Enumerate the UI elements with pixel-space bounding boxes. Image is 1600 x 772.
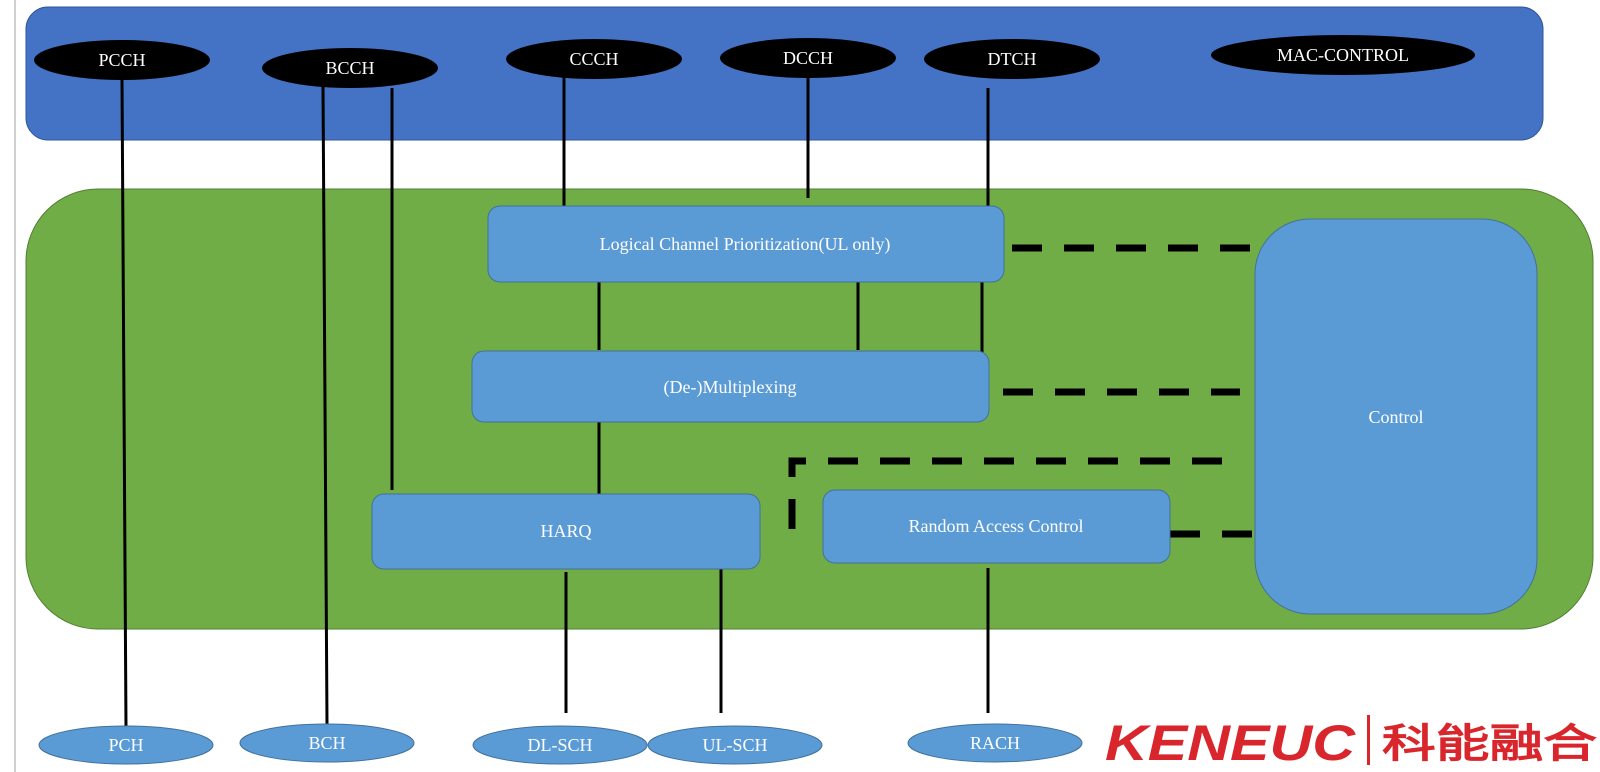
control-dashed-lines	[778, 244, 1255, 538]
block-label: Logical Channel Prioritization(UL only)	[600, 234, 891, 255]
connector-lines	[120, 74, 990, 729]
transport-channel-bch: BCH	[239, 723, 415, 763]
logical-channel-pcch: PCCH	[34, 40, 210, 80]
transport-channel-label: DL-SCH	[527, 735, 592, 755]
block-label: HARQ	[540, 521, 591, 541]
logical-channel-mac-control: MAC-CONTROL	[1211, 35, 1475, 75]
logical-channel-prioritization-block: Logical Channel Prioritization(UL only)	[487, 205, 1005, 283]
transport-channel-label: RACH	[970, 733, 1020, 753]
logical-channel-label: BCCH	[325, 58, 374, 78]
logo-cjk-text: 科能融合	[1382, 721, 1597, 767]
logo-divider	[1367, 715, 1370, 765]
block-label: Random Access Control	[909, 516, 1084, 536]
multiplexing-block: (De-)Multiplexing	[471, 350, 990, 423]
harq-control-dash	[778, 457, 1222, 534]
block-label: Control	[1368, 407, 1423, 427]
pcch-pch-line	[120, 79, 128, 729]
logical-channel-label: MAC-CONTROL	[1277, 45, 1409, 65]
transport-channel-label: BCH	[308, 733, 345, 753]
block-label: (De-)Multiplexing	[664, 377, 797, 398]
logical-channel-label: DTCH	[988, 49, 1037, 69]
transport-channel-rach: RACH	[907, 723, 1083, 763]
control-block: Control	[1254, 218, 1538, 615]
transport-channel-label: PCH	[108, 735, 143, 755]
logical-channel-dcch: DCCH	[720, 38, 896, 78]
logical-channel-label: CCCH	[569, 49, 618, 69]
transport-channel-ul-sch: UL-SCH	[647, 725, 823, 765]
logical-channel-label: PCCH	[98, 50, 145, 70]
transport-channel-pch: PCH	[38, 725, 214, 765]
logical-channel-dtch: DTCH	[924, 39, 1100, 79]
random-access-control-block: Random Access Control	[822, 489, 1171, 564]
logical-channel-bcch: BCCH	[262, 48, 438, 88]
transport-channel-dl-sch: DL-SCH	[472, 725, 648, 765]
logical-channel-label: DCCH	[783, 48, 833, 68]
keneuc-logo: KENEUC 科能融合	[1105, 715, 1597, 771]
logo-latin-text: KENEUC	[1105, 715, 1356, 771]
transport-channel-label: UL-SCH	[702, 735, 767, 755]
harq-block: HARQ	[371, 493, 761, 570]
logical-channel-ccch: CCCH	[506, 39, 682, 79]
